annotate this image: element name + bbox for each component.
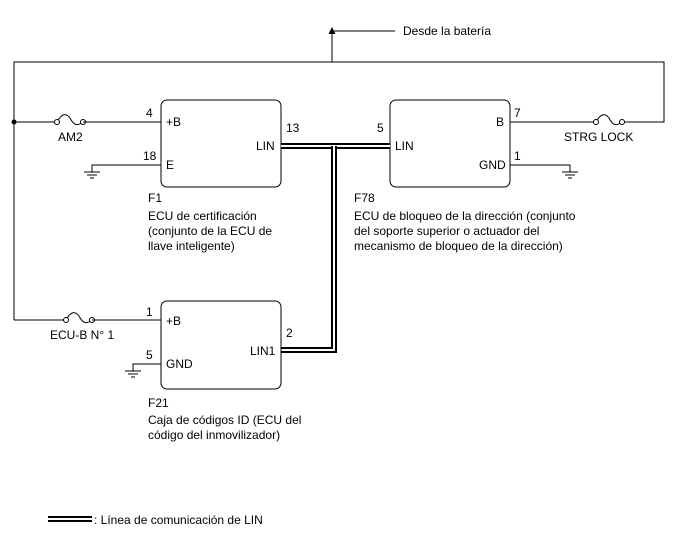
am2-fuse-icon	[56, 114, 84, 126]
am2-fuse-terminal	[54, 119, 60, 125]
f1-ground-icon	[84, 171, 100, 179]
ecub-fuse-icon	[65, 312, 93, 324]
f21-ground-wire	[132, 363, 161, 371]
f1-pin-b-label: +B	[166, 115, 181, 129]
f21-ground-icon	[125, 370, 141, 378]
ecub-fuse-terminal	[63, 317, 69, 323]
battery-arrow-icon	[328, 27, 336, 34]
lin-bus	[281, 143, 390, 353]
f1-code: F1	[148, 191, 162, 205]
f21-desc-line-2: código del inmovilizador)	[148, 428, 280, 442]
legend-text: : Línea de comunicación de LIN	[94, 513, 263, 527]
f1-desc-line-2: (conjunto de la ECU de	[148, 224, 272, 238]
strg-lock-fuse-terminal	[593, 119, 599, 125]
f1-ground-wire	[91, 164, 161, 172]
battery-line	[331, 30, 395, 62]
f78-pin-lin-number: 5	[377, 121, 384, 135]
strg-lock-fuse-label: STRG LOCK	[564, 130, 633, 144]
f21-pin-lin1-label: LIN1	[250, 344, 276, 358]
f21-pin-gnd-label: GND	[166, 357, 193, 371]
f78-pin-b-number: 7	[514, 106, 521, 120]
strg-lock-fuse-icon	[595, 114, 623, 126]
f1-pin-b-number: 4	[146, 106, 153, 120]
ecub-fuse-label: ECU-B N° 1	[50, 328, 114, 342]
f78-ground-icon	[562, 171, 578, 179]
f21-desc-line-1: Caja de códigos ID (ECU del	[148, 413, 301, 427]
f78-desc-line-1: ECU de bloqueo de la dirección (conjunto	[354, 209, 576, 223]
main-power-bus	[13, 61, 665, 320]
f78-ground-wire	[510, 164, 571, 172]
f78-code: F78	[354, 191, 375, 205]
f1-desc-line-3: llave inteligente)	[148, 239, 235, 253]
f1-desc-line-1: ECU de certificación	[148, 209, 257, 223]
strg-lock-fuse-terminal	[619, 119, 625, 125]
f21-ecu-box	[160, 300, 282, 390]
f21-pin-gnd-number: 5	[146, 348, 153, 362]
am2-fuse-label: AM2	[58, 130, 83, 144]
f1-pin-lin-label: LIN	[256, 139, 275, 153]
f21-pin-lin1-number: 2	[286, 326, 293, 340]
f78-desc-line-3: mecanismo de bloqueo de la dirección)	[354, 239, 563, 253]
f78-pin-gnd-number: 1	[514, 149, 521, 163]
power-source-label: Desde la batería	[403, 24, 491, 38]
f1-pin-e-number: 18	[143, 149, 157, 163]
f78-pin-gnd-label: GND	[479, 158, 506, 172]
f21-code: F21	[148, 396, 169, 410]
f21-pin-b-label: +B	[166, 314, 181, 328]
f78-pin-lin-label: LIN	[395, 139, 414, 153]
f1-pin-lin-number: 13	[286, 121, 300, 135]
f1-pin-e-label: E	[166, 158, 174, 172]
f78-pin-b-label: B	[496, 115, 504, 129]
f78-desc-line-2: del soporte superior o actuador del	[354, 224, 539, 238]
f21-pin-b-number: 1	[146, 305, 153, 319]
